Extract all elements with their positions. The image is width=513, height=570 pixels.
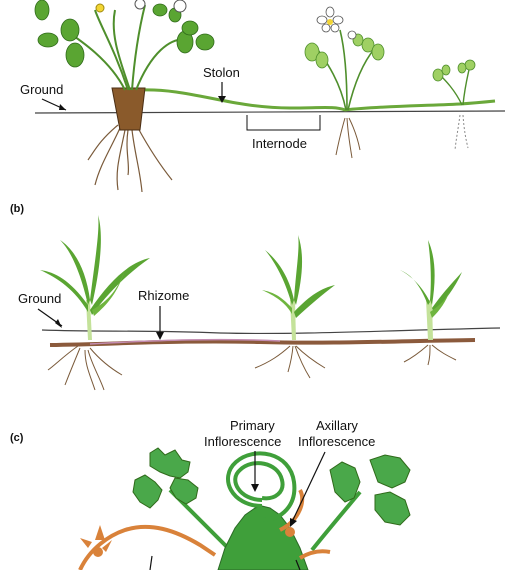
primary-inflorescence-label-line1: Primary [230,418,275,433]
panel-b-ground-label: Ground [18,291,61,306]
internode-label: Internode [252,136,307,151]
panel-a-young-plant [432,59,476,151]
internode-bracket [246,115,321,131]
panel-b-plant-3 [400,240,462,340]
axillary-inflorescence-label-line1: Axillary [316,418,358,433]
panel-b-label: (b) [10,203,24,215]
panel-a-crown [111,87,146,131]
panel-c: (c) [10,418,411,570]
panel-a: Ground Stolon Internode [20,0,506,193]
panel-c-bottom-arrow-left [149,555,153,570]
panel-c-right-branch [298,549,331,560]
axillary-inflorescence-label-line2: Inflorescence [298,434,375,449]
stolon-runner [139,88,496,112]
panel-c-left-leaf [132,447,199,509]
panel-b-plant-2 [262,235,335,340]
panel-a-ground-line [34,110,506,114]
stolon-label: Stolon [203,65,240,80]
panel-b-roots-1 [47,345,123,391]
panel-a-main-leaves [34,0,215,68]
panel-c-label: (c) [10,432,24,444]
panel-b: (b) [10,203,501,391]
panel-c-left-bud [80,525,112,557]
panel-a-main-roots [87,124,173,193]
rhizome-label: Rhizome [138,288,189,303]
panel-a-main-flowers [95,0,187,13]
panel-c-right-stalk [310,490,362,552]
panel-a-daughter-plant [304,6,385,159]
panel-b-ground-line [41,327,501,335]
panel-b-roots-2 [254,345,326,379]
panel-c-right-leaf [329,454,411,526]
panel-c-bottom-arrow-right [295,559,301,570]
panel-b-roots-3 [403,344,457,366]
panel-b-plant-1 [40,215,150,340]
panel-a-ground-label: Ground [20,82,63,97]
axillary-inflorescence-arrow [291,451,326,523]
primary-inflorescence-label-line2: Inflorescence [204,434,281,449]
panel-c-crown [217,451,309,570]
